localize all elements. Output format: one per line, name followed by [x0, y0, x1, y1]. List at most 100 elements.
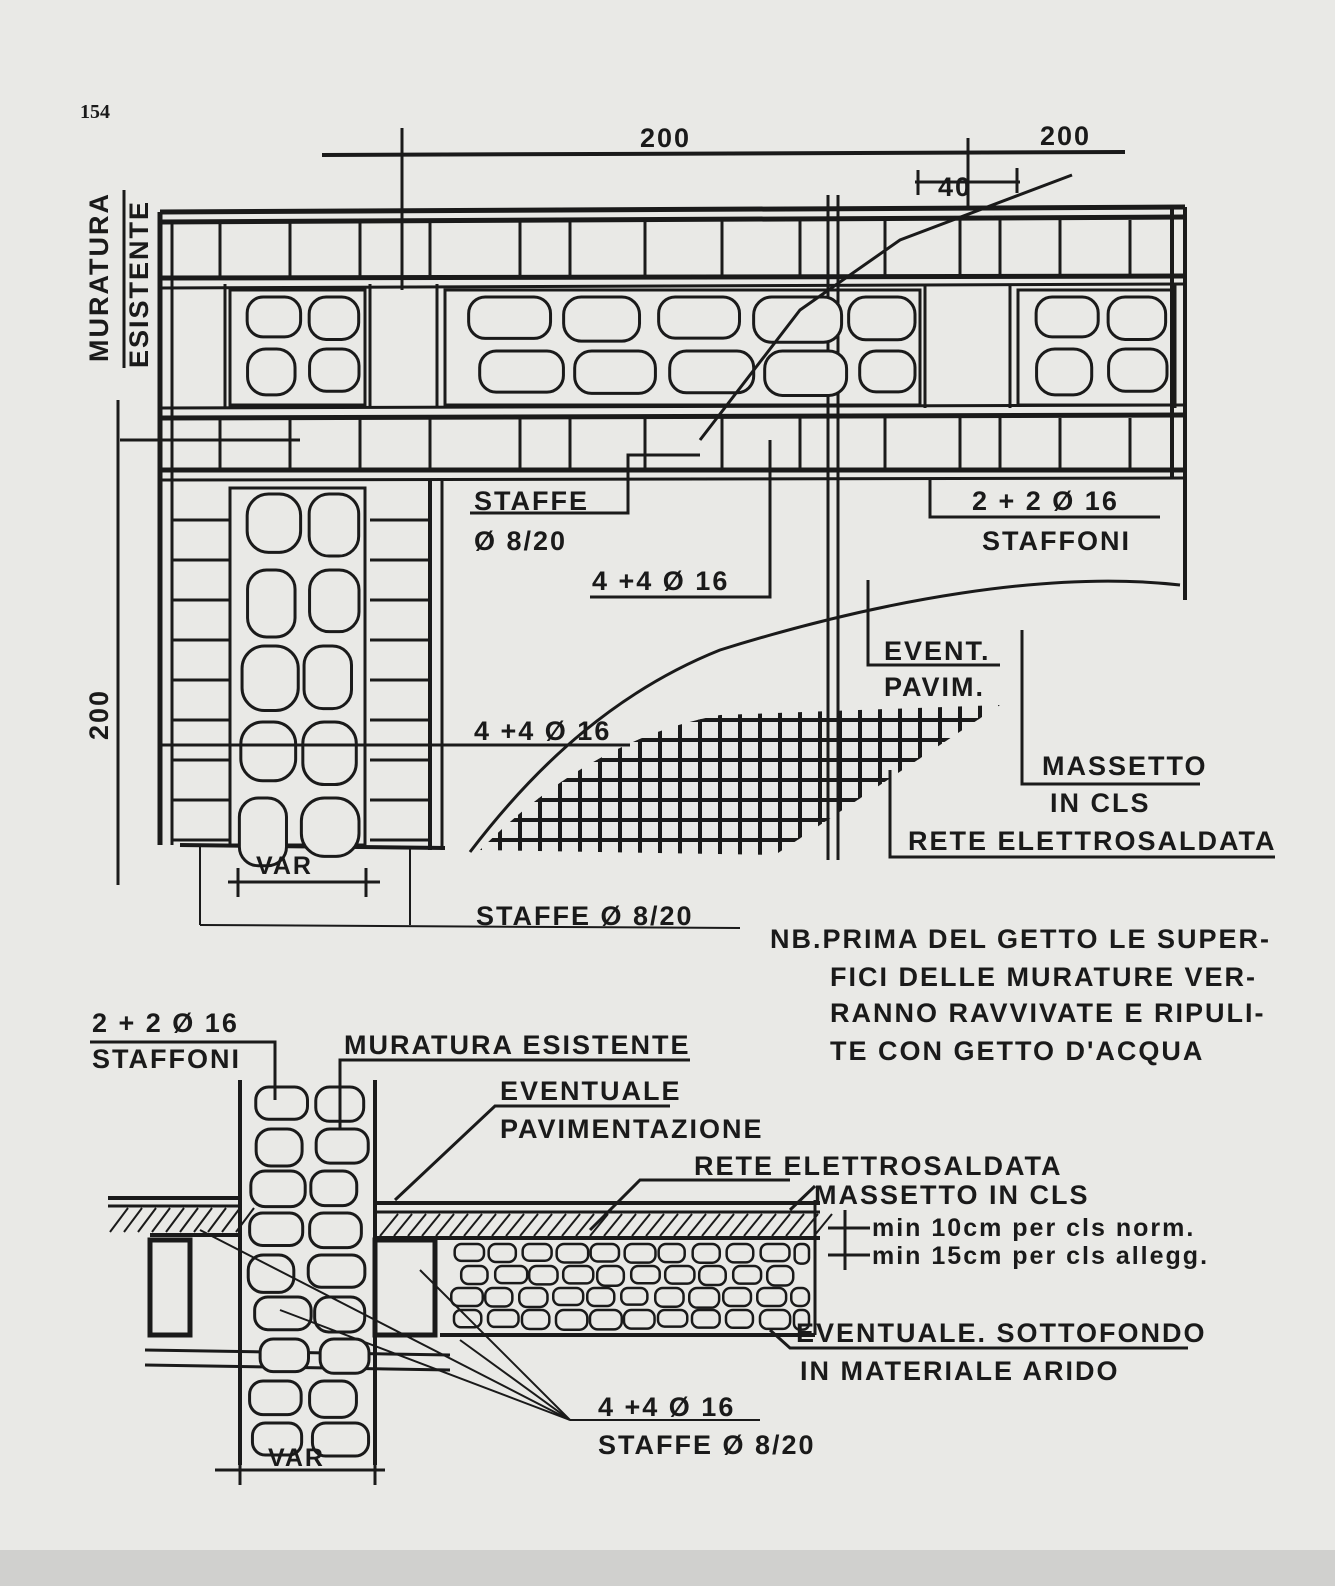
stone [629, 1264, 661, 1285]
hatch-line [379, 1213, 399, 1237]
hatch-line [477, 1213, 497, 1237]
break-line-diagonal [698, 173, 1073, 441]
stone [306, 1253, 367, 1289]
hatch-line [165, 1207, 185, 1233]
stone [299, 796, 361, 858]
hatch-line [151, 1207, 171, 1233]
hatch-line [221, 1207, 241, 1233]
hatch-line [603, 1213, 623, 1237]
stone [555, 1242, 590, 1264]
stone [1107, 347, 1169, 393]
sect-label-eventuale: EVENTUALE [500, 1076, 682, 1106]
note-line-4: TE CON GETTO D'ACQUA [830, 1036, 1204, 1066]
stone [517, 1286, 549, 1309]
stone [250, 1421, 304, 1457]
hatch-line [757, 1213, 777, 1237]
hatch-line [715, 1213, 735, 1237]
stone [308, 1379, 358, 1419]
stone [765, 1264, 795, 1287]
stone [595, 1264, 626, 1288]
stone [308, 347, 361, 393]
label-staffe-bottom: STAFFE Ø 8/20 [476, 901, 694, 931]
stone [731, 1264, 763, 1285]
hatch-line [207, 1207, 227, 1233]
hatch-line [575, 1213, 595, 1237]
hatch-line [729, 1213, 749, 1237]
hatch-line [673, 1213, 693, 1237]
hatch-line [799, 1213, 819, 1237]
hatch-line [743, 1213, 763, 1237]
stone [248, 1211, 305, 1247]
label-event: EVENT. [884, 636, 991, 666]
hatch-line [109, 1207, 129, 1233]
stone [310, 1421, 371, 1458]
sect-label-muratura: MURATURA ESISTENTE [344, 1030, 691, 1060]
stone [752, 295, 844, 344]
hatch-line [813, 1213, 833, 1237]
section-stone-wall [246, 1085, 371, 1458]
stone [657, 295, 742, 340]
stone [314, 1127, 370, 1165]
stone [248, 1379, 303, 1417]
sect-label-pavimentazione: PAVIMENTAZIONE [500, 1114, 764, 1144]
sect-label-massetto: MASSETTO IN CLS [814, 1180, 1090, 1210]
dim-200-top-left: 200 [640, 123, 691, 153]
stone [721, 1286, 753, 1308]
stone [258, 1337, 310, 1374]
stone [725, 1242, 755, 1264]
bar-leaders [199, 1229, 760, 1421]
label-rete: RETE ELETTROSALDATA [908, 826, 1277, 856]
sect-label-staffoni: STAFFONI [92, 1044, 241, 1074]
dim-200-vertical: 200 [84, 689, 114, 740]
stone [245, 492, 303, 554]
stone [254, 1127, 304, 1168]
stone [239, 720, 298, 783]
stone [478, 349, 565, 394]
stone [759, 1242, 791, 1263]
stone [449, 1286, 485, 1308]
stone [521, 1242, 553, 1263]
label-staffe: STAFFE [474, 486, 589, 516]
hatch-line [235, 1207, 255, 1233]
stone [691, 1242, 722, 1264]
sect-label-staffoni-bars: 2 + 2 Ø 16 [92, 1008, 239, 1038]
slab-hatch [109, 1207, 833, 1237]
label-staffoni: STAFFONI [982, 526, 1131, 556]
stone [763, 349, 849, 397]
stone [237, 796, 288, 868]
label-staffoni-bars: 2 + 2 Ø 16 [972, 486, 1119, 516]
hatch-line [645, 1213, 665, 1237]
label-var: VAR [256, 852, 313, 880]
hatch-line [123, 1207, 143, 1233]
dimension-line-top [321, 150, 1126, 157]
sect-label-min-norm: min 10cm per cls norm. [872, 1214, 1195, 1242]
label-massetto: MASSETTO [1042, 751, 1208, 781]
hatch-line [687, 1213, 707, 1237]
hatch-line [193, 1207, 213, 1233]
sect-label-var: VAR [268, 1444, 325, 1472]
stone-masonry [237, 295, 1169, 868]
sect-label-min-alleg: min 15cm per cls allegg. [872, 1242, 1209, 1270]
wall-label-esistente: ESISTENTE [124, 200, 154, 368]
hatch-line [393, 1213, 413, 1237]
stone [467, 295, 553, 340]
note-line-1: NB.PRIMA DEL GETTO LE SUPER- [770, 924, 1271, 954]
hatch-line [137, 1207, 157, 1233]
stone [1106, 295, 1168, 341]
stone [562, 295, 642, 343]
label-pavim: PAVIM. [884, 672, 985, 702]
stone [653, 1286, 685, 1308]
stone [453, 1242, 486, 1263]
stone [309, 1169, 359, 1208]
hatch-line [547, 1213, 567, 1237]
hatch-line [589, 1213, 609, 1237]
stone [622, 1308, 656, 1330]
stone [554, 1308, 589, 1331]
sect-label-rete: RETE ELETTROSALDATA [694, 1151, 1063, 1181]
hatch-line [631, 1213, 651, 1237]
hatch-line [617, 1213, 637, 1237]
stone [619, 1286, 649, 1306]
hatch-line [435, 1213, 455, 1237]
hatch-line [505, 1213, 525, 1237]
